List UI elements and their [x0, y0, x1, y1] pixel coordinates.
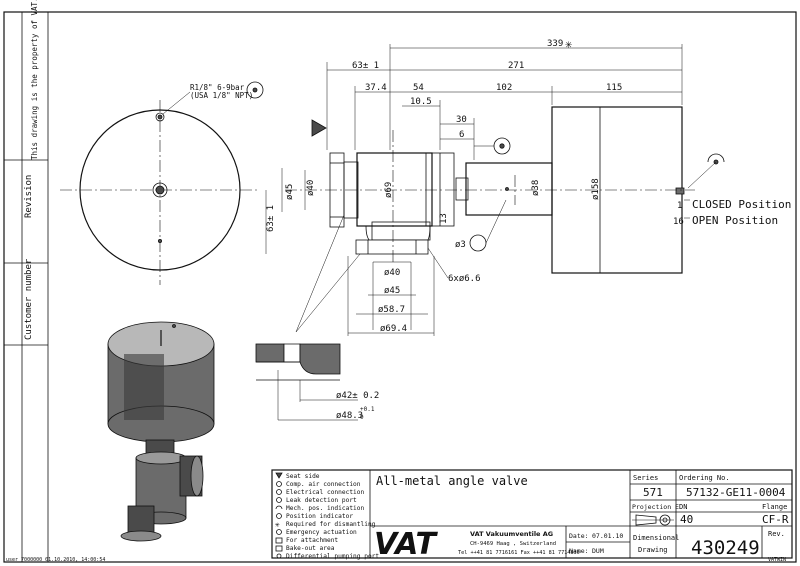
drawing-number: 430249 [691, 537, 760, 559]
air-connection-icon [276, 481, 282, 487]
vat-logo: VAT [374, 527, 439, 562]
emergency-actuation-icon [276, 529, 282, 535]
dim-holes: 6xø6.6 [448, 274, 481, 284]
detail-d48-tol-low: 0 [360, 414, 364, 421]
dim-dia3: ø3 [455, 240, 466, 250]
legend-item: Leak detection port [286, 497, 357, 504]
detail-d48-tol: +0.1 [360, 406, 375, 413]
dn-value: 40 [680, 513, 693, 526]
legend-item: Bake-out area [286, 545, 335, 552]
property-note: This drawing is the property of VAT. [30, 0, 39, 160]
dim-102: 102 [496, 83, 512, 93]
title-block: Seat side Comp. air connection Electrica… [271, 469, 793, 562]
seat-side-icon [311, 119, 327, 137]
side-view: 339 ✳ 63± 1 271 37.4 54 102 115 10.5 30 … [265, 37, 791, 336]
footer-left-stamp: user 7000000 01.10.2010, 14:00:54 [6, 557, 105, 563]
series-label: Series [633, 474, 658, 482]
dim-13: 13 [439, 213, 449, 224]
top-view: R1/8" 6-9bar (USA 1/8" NPT) [60, 81, 264, 285]
dim-271: 271 [508, 61, 524, 71]
flange-detail-view: ø42± 0.2 ø48.3 +0.1 0 [255, 343, 379, 421]
name-label: Name: [569, 547, 589, 555]
dim-1: 1 [677, 201, 682, 211]
legend-item: Mech. pos. indication [286, 505, 365, 512]
drawing-label: Drawing [638, 546, 668, 554]
pumping-port-icon [276, 553, 282, 559]
dim-b40: ø40 [384, 268, 400, 278]
mech-pos-icon [275, 505, 283, 510]
mech-pos-indication-icon [707, 153, 725, 163]
legend-item: Required for dismantling [286, 521, 376, 528]
legend: Seat side Comp. air connection Electrica… [275, 472, 379, 560]
dim-115: 115 [606, 83, 622, 93]
emergency-actuation-icon [469, 234, 487, 252]
port-note-2: (USA 1/8" NPT) [190, 91, 253, 100]
projection-label: Projection E [632, 503, 679, 511]
drawing-title: All-metal angle valve [376, 474, 528, 488]
projection-icon [632, 514, 674, 526]
flange-value: CF-R [762, 513, 789, 526]
revision-label: Revision [24, 175, 34, 218]
legend-item: Differential pumping port [286, 553, 379, 560]
date-label: Date: [569, 532, 589, 540]
dim-dia45: ø45 [285, 184, 295, 200]
legend-item: Emergency actuation [286, 529, 357, 536]
date-value: 07.01.10 [592, 532, 623, 540]
leak-port-icon [276, 497, 282, 503]
dim-54: 54 [413, 83, 424, 93]
company-name: VAT Vakuumventile AG [470, 530, 553, 538]
flange-label: Flange [762, 503, 787, 511]
footer-right-stamp: VATWIN [768, 557, 786, 563]
ordering-label: Ordering No. [679, 474, 730, 482]
dim-b45: ø45 [384, 286, 400, 296]
dim-63: 63± 1 [352, 61, 379, 71]
air-connection-icon [246, 81, 264, 99]
dim-16: 16 [673, 217, 684, 227]
dim-30: 30 [456, 115, 467, 125]
company-address: CH-9469 Haag , Switzerland [470, 541, 556, 547]
detail-d48: ø48.3 [336, 411, 363, 421]
position-indicator-icon [276, 513, 282, 519]
sheet-border [3, 11, 797, 563]
dim-dia38: ø38 [531, 180, 541, 196]
legend-item: Electrical connection [286, 489, 365, 496]
detail-d42: ø42± 0.2 [336, 391, 379, 401]
port-note-1: R1/8" 6-9bar [190, 83, 245, 92]
dim-63-vertical: 63± 1 [266, 205, 276, 232]
bakeout-icon [275, 545, 283, 552]
isometric-view [107, 321, 215, 542]
customer-number-label: Customer number [24, 258, 34, 340]
ordering-value: 57132-GE11-0004 [686, 486, 786, 499]
dismantling-icon: ✳ [275, 520, 280, 529]
closed-position-label: CLOSED Position [692, 198, 791, 211]
dim-6: 6 [459, 130, 464, 140]
open-position-label: OPEN Position [692, 214, 778, 227]
attachment-icon [275, 537, 283, 544]
dim-b69-4: ø69.4 [380, 324, 407, 334]
name-value: DUM [592, 547, 604, 555]
dim-b58-7: ø58.7 [378, 305, 405, 315]
legend-item: Position indicator [286, 513, 353, 520]
company-phone: Tel ++41 81 7716161 Fax ++41 81 7714830 [458, 550, 580, 556]
seat-side-icon [275, 472, 283, 479]
dim-dia40: ø40 [306, 180, 316, 196]
dim-339: 339 [547, 39, 563, 49]
dim-37-4: 37.4 [365, 83, 387, 93]
electrical-connection-icon [276, 489, 282, 495]
dim-10-5: 10.5 [410, 97, 432, 107]
rev-label: Rev. [768, 530, 785, 538]
legend-item: Comp. air connection [286, 481, 361, 488]
dimensional-label: Dimensional [633, 534, 679, 542]
dismantling-icon: ✳ [565, 37, 572, 51]
dim-dia69: ø69 [384, 182, 394, 198]
series-value: 571 [643, 486, 663, 499]
dn-label: DN [679, 503, 687, 511]
legend-item: Seat side [286, 473, 320, 480]
dim-dia158: ø158 [591, 178, 601, 200]
legend-item: For attachment [286, 537, 338, 544]
